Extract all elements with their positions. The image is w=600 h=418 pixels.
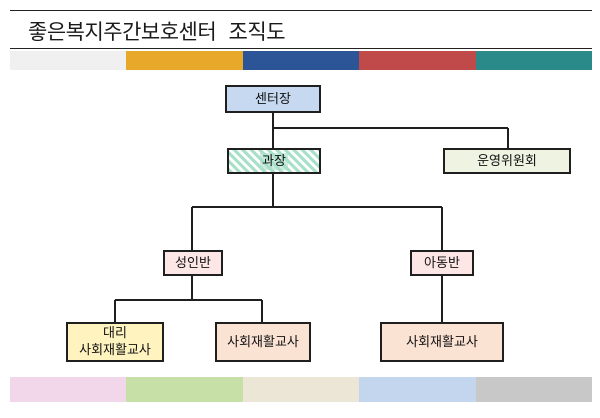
page-title: 좋은복지주간보호센터 조직도: [28, 20, 286, 44]
node-label-line1: 대리: [103, 326, 127, 341]
band-segment: [359, 51, 476, 70]
band-segment: [242, 51, 360, 70]
bottom-color-band: [10, 377, 593, 402]
node-label: 센터장: [255, 91, 291, 107]
node-adult-class: 성인반: [163, 250, 223, 276]
node-operating-committee: 운영위원회: [443, 148, 571, 174]
top-color-band: [10, 51, 593, 70]
band-segment: [126, 51, 243, 70]
band-segment: [10, 377, 127, 402]
node-label: 아동반: [424, 255, 460, 271]
band-segment: [10, 51, 127, 70]
band-segment: [242, 377, 360, 402]
band-segment: [475, 377, 593, 402]
node-center-director: 센터장: [225, 85, 321, 113]
band-segment: [126, 377, 243, 402]
title-divider: [10, 48, 592, 49]
node-child-rehab-teacher: 사회재활교사: [380, 322, 504, 362]
node-label: 과장: [260, 152, 288, 170]
band-segment: [475, 51, 593, 70]
title-divider: [10, 10, 592, 11]
node-adult-rehab-teacher: 사회재활교사: [215, 322, 311, 362]
node-child-class: 아동반: [410, 250, 474, 276]
node-section-chief: 과장: [227, 148, 321, 174]
node-label: 사회재활교사: [406, 334, 478, 350]
node-label: 성인반: [175, 255, 211, 271]
node-label: 운영위원회: [477, 153, 537, 169]
node-adult-deputy-teacher: 대리 사회재활교사: [66, 322, 164, 362]
node-label-line2: 사회재활교사: [79, 343, 151, 358]
node-label: 사회재활교사: [227, 334, 299, 350]
band-segment: [359, 377, 476, 402]
